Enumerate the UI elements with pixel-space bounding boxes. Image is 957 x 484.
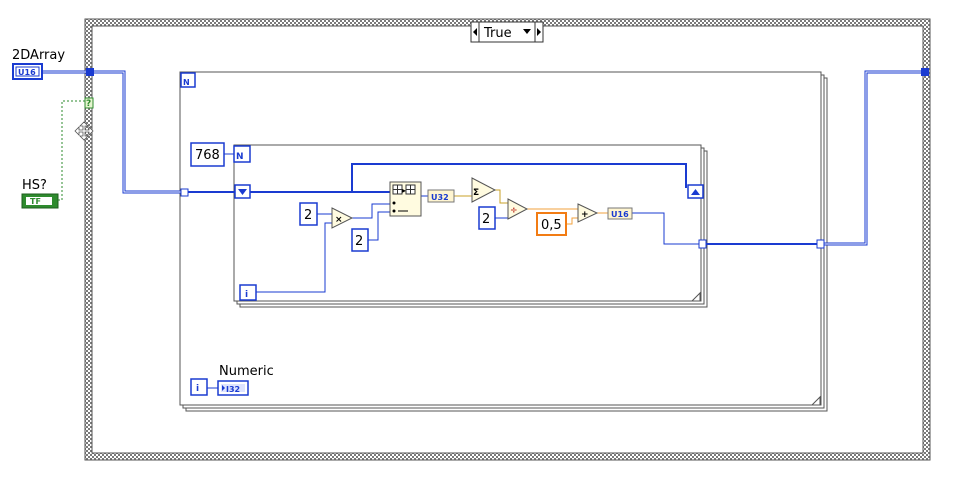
shift-register-right[interactable] bbox=[687, 184, 704, 199]
outer-loop-input-tunnel[interactable] bbox=[180, 188, 189, 197]
svg-text:+: + bbox=[581, 210, 589, 220]
hs-control-terminal[interactable]: TF bbox=[21, 193, 59, 209]
to-u16-conversion-node[interactable]: U16 bbox=[607, 207, 633, 220]
divisor-constant[interactable]: 2 bbox=[478, 206, 496, 230]
inner-for-loop[interactable] bbox=[233, 144, 708, 308]
case-selector-value: True bbox=[483, 26, 512, 41]
svg-text:2: 2 bbox=[355, 234, 363, 249]
selector-terminal[interactable]: ? bbox=[84, 97, 94, 109]
decrement-arrow-icon[interactable] bbox=[473, 28, 477, 36]
svg-text:÷: ÷ bbox=[510, 206, 518, 216]
array-subset-node[interactable]: ▸ bbox=[389, 181, 422, 217]
svg-text:Σ: Σ bbox=[473, 188, 479, 198]
inner-loop-count-constant[interactable]: 768 bbox=[190, 142, 225, 167]
svg-text:I32: I32 bbox=[226, 385, 240, 394]
svg-text:N: N bbox=[183, 78, 190, 87]
svg-text:i: i bbox=[196, 384, 199, 394]
move-cursor-icon bbox=[74, 121, 94, 141]
inner-loop-count-terminal: N bbox=[233, 145, 251, 163]
svg-text:2: 2 bbox=[304, 208, 312, 223]
wires bbox=[42, 70, 922, 389]
array-control-label: 2DArray bbox=[12, 48, 65, 63]
svg-text:U16: U16 bbox=[611, 210, 629, 219]
svg-text:▸: ▸ bbox=[402, 186, 406, 195]
inner-loop-iteration-terminal: i bbox=[239, 284, 257, 301]
inner-loop-output-tunnel[interactable] bbox=[698, 239, 707, 249]
svg-text:2: 2 bbox=[482, 212, 490, 227]
input-tunnel[interactable] bbox=[86, 68, 94, 76]
multiply-node[interactable]: × bbox=[331, 207, 354, 229]
hs-control-label: HS? bbox=[22, 178, 47, 193]
svg-text:0,5: 0,5 bbox=[541, 218, 562, 233]
to-u32-conversion-node[interactable]: U32 bbox=[427, 189, 455, 203]
offset-constant[interactable]: 0,5 bbox=[536, 212, 567, 236]
resize-handle-icon[interactable] bbox=[690, 291, 701, 302]
add-array-elements-node[interactable]: Σ bbox=[471, 177, 497, 203]
output-tunnel[interactable] bbox=[921, 68, 929, 76]
add-node[interactable]: + bbox=[577, 203, 599, 223]
outer-loop-count-terminal: N bbox=[180, 72, 196, 88]
increment-arrow-icon[interactable] bbox=[537, 28, 541, 36]
svg-text:?: ? bbox=[86, 99, 91, 109]
svg-text:768: 768 bbox=[195, 148, 220, 163]
subset-length-constant[interactable]: 2 bbox=[351, 228, 369, 252]
svg-text:U32: U32 bbox=[431, 193, 449, 202]
divide-node[interactable]: ÷ bbox=[507, 198, 529, 220]
outer-loop-iteration-terminal: i bbox=[190, 378, 208, 396]
svg-text:i: i bbox=[245, 290, 248, 300]
multiplier-constant[interactable]: 2 bbox=[299, 202, 318, 226]
chevron-down-icon[interactable] bbox=[523, 29, 531, 34]
svg-text:TF: TF bbox=[30, 197, 41, 206]
shift-register-left[interactable] bbox=[234, 184, 251, 199]
svg-text:N: N bbox=[236, 152, 244, 162]
svg-text:U16: U16 bbox=[18, 68, 36, 77]
resize-handle-icon[interactable] bbox=[810, 395, 821, 406]
svg-text:×: × bbox=[335, 215, 343, 225]
outer-loop-output-tunnel[interactable] bbox=[816, 239, 825, 249]
numeric-indicator-terminal[interactable]: I32 bbox=[217, 380, 249, 396]
numeric-indicator-label: Numeric bbox=[219, 364, 274, 379]
array-control-terminal[interactable]: U16 bbox=[12, 63, 43, 80]
case-selector[interactable]: True bbox=[470, 21, 544, 43]
